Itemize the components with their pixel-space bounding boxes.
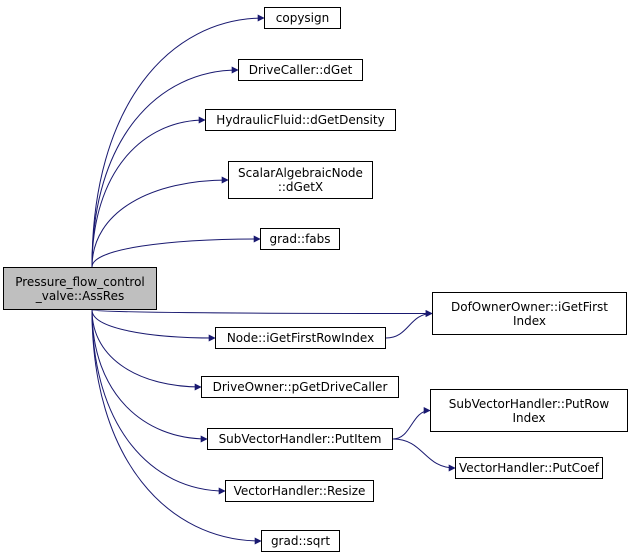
edge-root-to-density bbox=[91, 116, 206, 268]
node-vectorhandler-resize[interactable]: VectorHandler::Resize bbox=[225, 480, 374, 502]
edge-root-to-dget bbox=[91, 66, 239, 268]
node-label-line: VectorHandler::Resize bbox=[233, 484, 366, 498]
edge-root-to-firstindex bbox=[91, 309, 433, 317]
node-grad-sqrt[interactable]: grad::sqrt bbox=[261, 530, 340, 552]
node-label-line: grad::fabs bbox=[269, 232, 331, 246]
edge-root-to-resize bbox=[91, 309, 226, 495]
node-label-line: Index bbox=[512, 410, 546, 425]
node-label-line: grad::sqrt bbox=[270, 534, 331, 548]
node-label-line: SubVectorHandler::PutRow bbox=[448, 396, 610, 411]
edge-putitem-to-putcoef bbox=[392, 438, 456, 472]
edge-root-to-putitem bbox=[91, 309, 208, 443]
node-label-line: ScalarAlgebraicNode bbox=[238, 166, 363, 180]
node-label-line: HydraulicFluid::dGetDensity bbox=[216, 113, 385, 127]
edge-root-to-rowindex bbox=[91, 309, 216, 342]
node-hydraulicfluid-dgetdensity[interactable]: HydraulicFluid::dGetDensity bbox=[205, 109, 396, 131]
node-scalaralgebraicnode-dgetx[interactable]: ScalarAlgebraicNode::dGetX bbox=[228, 161, 373, 199]
node-label-line: DriveCaller::dGet bbox=[248, 63, 353, 77]
node-node-igetfirstrowindex[interactable]: Node::iGetFirstRowIndex bbox=[215, 327, 386, 349]
node-subvectorhandler-putitem[interactable]: SubVectorHandler::PutItem bbox=[207, 428, 393, 450]
node-copysign[interactable]: copysign bbox=[264, 7, 341, 29]
edge-root-to-sqrt bbox=[91, 309, 262, 545]
node-label-line: ::dGetX bbox=[277, 180, 324, 194]
node-drivecaller-dget[interactable]: DriveCaller::dGet bbox=[238, 59, 363, 81]
node-label-line: _valve::AssRes bbox=[35, 288, 125, 303]
node-label-line: DofOwnerOwner::iGetFirst bbox=[450, 299, 609, 314]
edge-root-to-pgetdrive bbox=[91, 309, 202, 391]
edge-rowindex-to-firstindex bbox=[385, 310, 433, 339]
node-vectorhandler-putcoef[interactable]: VectorHandler::PutCoef bbox=[455, 457, 603, 479]
edge-root-to-fabs bbox=[91, 235, 261, 268]
node-pressure-flow-control-valve-assres[interactable]: Pressure_flow_control_valve::AssRes bbox=[3, 267, 157, 310]
node-label-line: Index bbox=[512, 313, 547, 328]
node-label-line: Node::iGetFirstRowIndex bbox=[226, 331, 375, 345]
node-label-line: DriveOwner::pGetDriveCaller bbox=[212, 380, 388, 394]
node-grad-fabs[interactable]: grad::fabs bbox=[260, 228, 340, 250]
edge-root-to-dgetx bbox=[91, 176, 229, 268]
node-label-line: copysign bbox=[275, 11, 330, 25]
node-driveowner-pgetdrivecaller[interactable]: DriveOwner::pGetDriveCaller bbox=[201, 376, 399, 398]
node-label-line: SubVectorHandler::PutItem bbox=[218, 432, 382, 446]
node-label-line: VectorHandler::PutCoef bbox=[458, 461, 600, 475]
edge-putitem-to-putrowindex bbox=[392, 407, 431, 440]
node-label-line: Pressure_flow_control bbox=[15, 274, 145, 289]
edge-root-to-copysign bbox=[91, 14, 265, 268]
